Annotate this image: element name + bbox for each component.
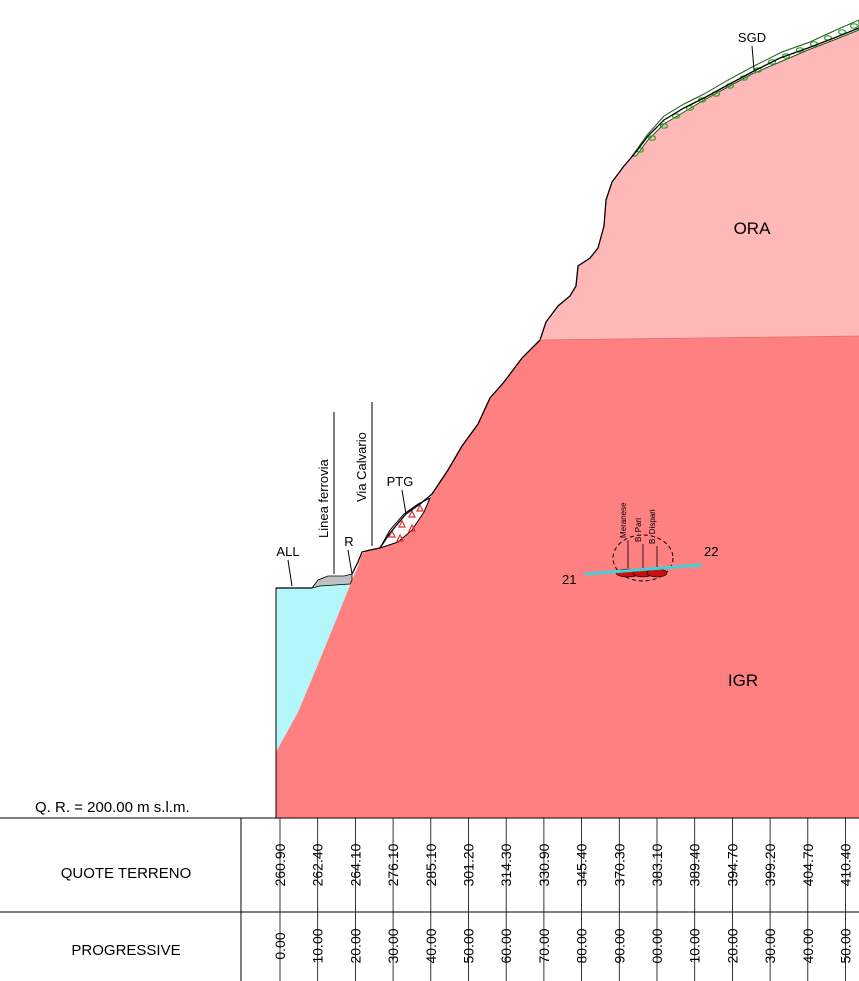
sgd-leader <box>751 45 755 71</box>
quote-value: 399.20 <box>762 843 778 886</box>
quote-value: 314.30 <box>498 843 514 886</box>
sgd-pebble <box>781 53 791 59</box>
label-meranese: Meranese <box>619 502 628 538</box>
label-r: R <box>344 534 353 549</box>
table-quote-label: QUOTE TERRENO <box>61 865 192 882</box>
progressive-value: 80.00 <box>574 928 590 963</box>
quote-value: 410.40 <box>838 843 854 886</box>
quote-value: 389.40 <box>687 843 703 886</box>
quote-value: 370.30 <box>611 843 627 886</box>
sgd-pebble <box>659 123 669 129</box>
progressive-value: 10.00 <box>310 928 326 963</box>
sgd-pebble <box>849 23 859 29</box>
progressive-values: 0.00 10.00 20.00 30.00 40.00 50.00 60.00 70.00 8… <box>272 912 854 981</box>
progressive-value: 70.00 <box>536 928 552 963</box>
ptg-triangles <box>388 503 424 542</box>
sgd-pebble <box>697 97 707 103</box>
ptg-triangle <box>416 503 424 512</box>
quote-value: 276.10 <box>385 843 401 886</box>
ptg-triangle <box>396 533 404 542</box>
reference-level: Q. R. = 200.00 m s.l.m. <box>35 799 190 816</box>
quote-value: 262.40 <box>310 843 326 886</box>
quote-value: 264.10 <box>347 843 363 886</box>
sgd-pebble <box>767 59 777 65</box>
ora-unit-area <box>540 28 859 340</box>
progressive-value: 60.00 <box>498 928 514 963</box>
quote-value: 383.10 <box>649 843 665 886</box>
tunnel-outline <box>612 534 674 582</box>
label-point-22: 22 <box>704 544 718 559</box>
quote-value: 404.70 <box>800 843 816 886</box>
quote-value: 301.20 <box>461 843 477 886</box>
quote-value: 394.70 <box>724 843 740 886</box>
progressive-value: 00.00 <box>649 928 665 963</box>
progressive-value: 50.00 <box>838 928 854 963</box>
sgd-pebble <box>753 67 763 73</box>
all-leader <box>287 559 293 587</box>
ptg-leader <box>401 489 407 515</box>
all-unit-area <box>276 580 352 752</box>
progressive-value: 0.00 <box>272 932 288 959</box>
label-sgd: SGD <box>738 30 766 45</box>
progressive-value: 90.00 <box>611 928 627 963</box>
progressive-value: 50.00 <box>461 928 477 963</box>
progressive-value: 10.00 <box>687 928 703 963</box>
quote-values: 260.90 262.40 264.10 276.10 285.10 301.20 314.… <box>272 818 854 912</box>
sgd-pebble <box>635 147 645 153</box>
igr-ora-contact <box>539 335 859 341</box>
ptg-triangle <box>398 519 406 528</box>
progressive-value: 40.00 <box>423 928 439 963</box>
sgd-unit-area <box>631 19 859 157</box>
label-igr: IGR <box>728 671 758 690</box>
table-progressive-label: PROGRESSIVE <box>71 942 180 959</box>
label-b-dispari: B. Dispari <box>648 509 657 544</box>
label-ora: ORA <box>734 219 772 238</box>
sgd-pebble <box>647 135 657 141</box>
label-all: ALL <box>276 544 299 559</box>
igr-unit-area <box>276 336 859 818</box>
progressive-value: 30.00 <box>385 928 401 963</box>
progressive-value: 40.00 <box>800 928 816 963</box>
label-point-21: 21 <box>562 572 576 587</box>
quote-value: 260.90 <box>272 843 288 886</box>
quote-value: 345.40 <box>574 843 590 886</box>
sgd-pebble <box>671 113 681 119</box>
progressive-value: 20.00 <box>724 928 740 963</box>
label-b-pari: B. Pari <box>634 518 643 542</box>
sgd-pebble <box>685 105 695 111</box>
section-crossing-line <box>584 563 703 576</box>
label-ptg: PTG <box>387 474 414 489</box>
ptg-triangle <box>408 509 416 518</box>
progressive-value: 20.00 <box>347 928 363 963</box>
ground-profile-line <box>276 27 859 589</box>
ptg-triangle <box>388 529 396 538</box>
quote-value: 330.90 <box>536 843 552 886</box>
r-leader <box>347 549 353 575</box>
label-via-calvario: Via Calvario <box>354 432 369 502</box>
quote-value: 285.10 <box>423 843 439 886</box>
ptg-triangle <box>408 523 416 532</box>
label-linea-ferrovia: Linea ferrovia <box>316 458 331 538</box>
progressive-value: 30.00 <box>762 928 778 963</box>
